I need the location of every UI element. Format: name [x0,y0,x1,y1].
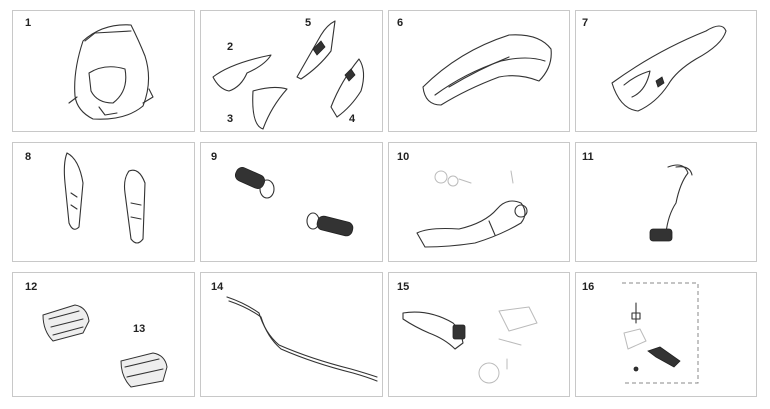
brake-pedal-illustration [416,170,528,248]
panel-number: 7 [582,17,589,29]
panel-number: 9 [211,151,218,163]
panel-number: 8 [25,151,32,163]
panel-number: 11 [582,151,594,163]
panel-number: 14 [211,281,224,293]
shrouds-illustration [212,20,365,130]
label-4: 4 [349,113,356,125]
fork-guards-illustration [63,152,146,244]
front-fender-illustration [422,34,552,106]
label-2: 2 [227,41,234,53]
grips-illustration [234,167,354,237]
label-3: 3 [227,113,234,125]
panel-7[interactable]: 7 [575,10,757,132]
headlight-mask-illustration [68,24,154,120]
label-5: 5 [305,17,312,29]
panel-1[interactable]: 1 [12,10,195,132]
rear-fender-illustration [611,25,727,112]
brake-lever-illustration [402,306,538,384]
panel-number: 10 [397,151,410,163]
panel-15[interactable]: 15 [388,272,570,397]
panel-number: 6 [397,17,404,29]
clutch-assembly-illustration [622,282,699,384]
panel-8[interactable]: 8 [12,142,195,262]
label-12: 12 [25,281,38,293]
handlebar-illustration [226,296,378,382]
panel-14[interactable]: 14 [200,272,383,397]
panel-12[interactable]: 12 13 [12,272,195,397]
shift-lever-illustration [649,164,693,242]
label-13: 13 [133,323,146,335]
panel-16[interactable]: 16 [575,272,757,397]
panel-2[interactable]: 2 3 4 5 [200,10,383,132]
panel-number: 16 [582,281,595,293]
panel-number: 1 [25,17,32,29]
panel-10[interactable]: 10 [388,142,570,262]
panel-6[interactable]: 6 [388,10,570,132]
panel-number: 15 [397,281,410,293]
panel-11[interactable]: 11 [575,142,757,262]
panel-9[interactable]: 9 [200,142,383,262]
footpeg-illustration [42,304,168,388]
